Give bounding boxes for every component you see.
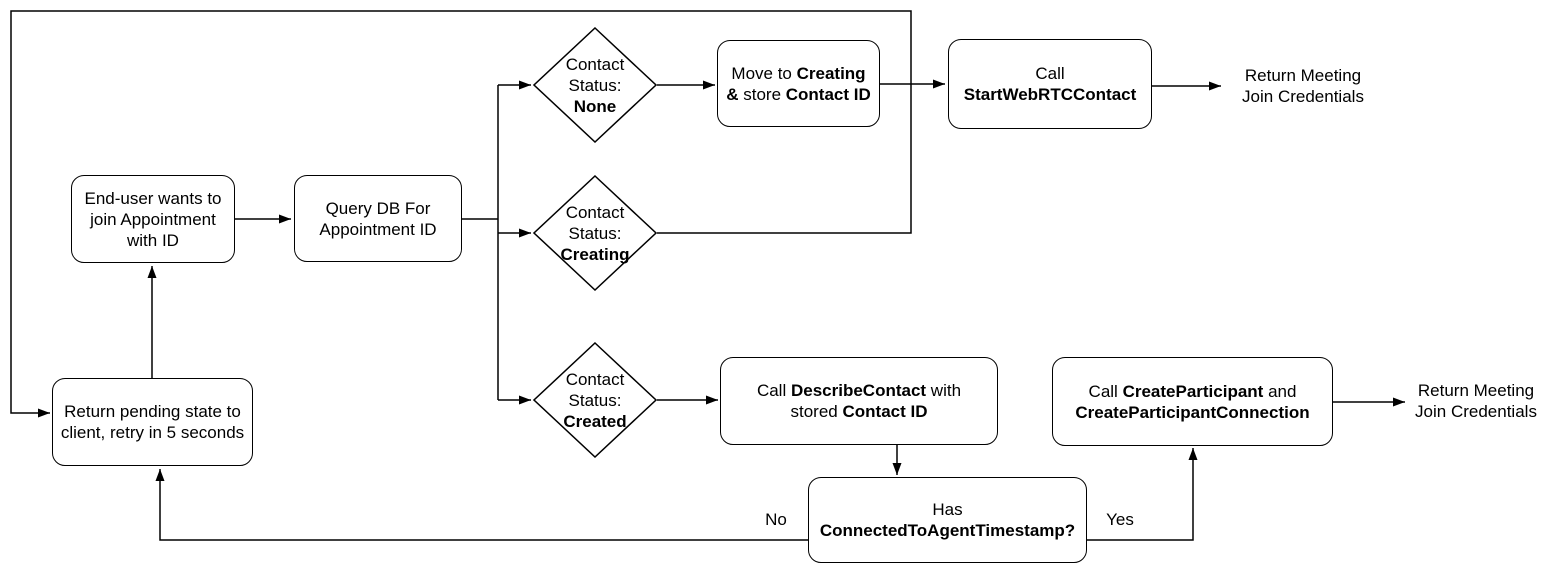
status-value: Creating [560, 244, 630, 264]
text-line: Status: [568, 75, 622, 95]
text-segment: and [1263, 381, 1297, 401]
text-line: Return Meeting [1244, 66, 1362, 85]
text-line-bold: ConnectedToAgentTimestamp? [819, 521, 1076, 540]
edge-querydb-branch-trunk [462, 85, 499, 400]
diamond-shape [533, 175, 657, 291]
text-segment: Call [756, 381, 791, 400]
text-line: Status: [568, 223, 622, 243]
text-segment-bold: Contact ID [842, 402, 928, 421]
node-move-to-creating: Move to Creating & store Contact ID [717, 40, 880, 127]
text-line: Contact [565, 202, 625, 222]
diamond-shape [533, 342, 657, 458]
node-text: Move to Creating & store Contact ID [726, 63, 871, 105]
text-line: with ID [127, 230, 179, 250]
text-segment-bold: CreateParticipantConnection [1075, 402, 1310, 422]
text-line: Join Credentials [1415, 402, 1537, 421]
label-yes: Yes [1098, 508, 1142, 530]
edge-no-returnpending [155, 469, 808, 541]
text-line: Query DB For [325, 198, 431, 218]
text-segment-bold: Contact ID [785, 84, 871, 104]
text-line: Call [1035, 64, 1065, 83]
text-segment-bold: CreateParticipant [1122, 381, 1264, 401]
text-segment: with [926, 381, 962, 400]
edge-creating-returnpending-loop [10, 10, 912, 418]
text-segment-bold: DescribeContact [790, 381, 927, 400]
label-text: Yes [1106, 509, 1134, 529]
edge-yes-createparticipant [1087, 448, 1198, 541]
text-line: Return pending state to [64, 402, 241, 421]
text-line: End-user wants to [84, 188, 222, 208]
label-text: No [765, 509, 787, 529]
text-segment: Move to [731, 63, 797, 83]
text-segment: store [738, 84, 786, 104]
node-text: Return pending state to client, retry in … [61, 401, 244, 443]
text-line: Contact [565, 54, 625, 74]
text-line: client, retry in 5 seconds [60, 423, 245, 442]
text-line-bold: StartWebRTCContact [963, 85, 1137, 104]
text-segment: Call [1088, 381, 1123, 401]
text-segment: stored [790, 402, 843, 421]
text-segment-bold: & [726, 84, 739, 104]
text-line: join Appointment [90, 209, 216, 229]
label-no: No [755, 508, 797, 530]
text-line: Return Meeting [1417, 381, 1535, 400]
text-segment-bold: Creating [796, 63, 866, 83]
text-line: Join Credentials [1242, 87, 1364, 106]
node-call-describe-contact: Call DescribeContact with stored Contact … [720, 357, 998, 445]
text-line: Has [932, 500, 963, 519]
status-value: Created [563, 411, 627, 431]
status-value: None [573, 96, 617, 116]
text-line: Appointment ID [319, 219, 437, 239]
text-line: Contact [565, 369, 625, 389]
node-return-pending-state: Return pending state to client, retry in … [52, 378, 253, 466]
text-line: Status: [568, 390, 622, 410]
node-text: Call DescribeContact with stored Contact … [757, 380, 961, 422]
diamond-shape [533, 27, 657, 143]
